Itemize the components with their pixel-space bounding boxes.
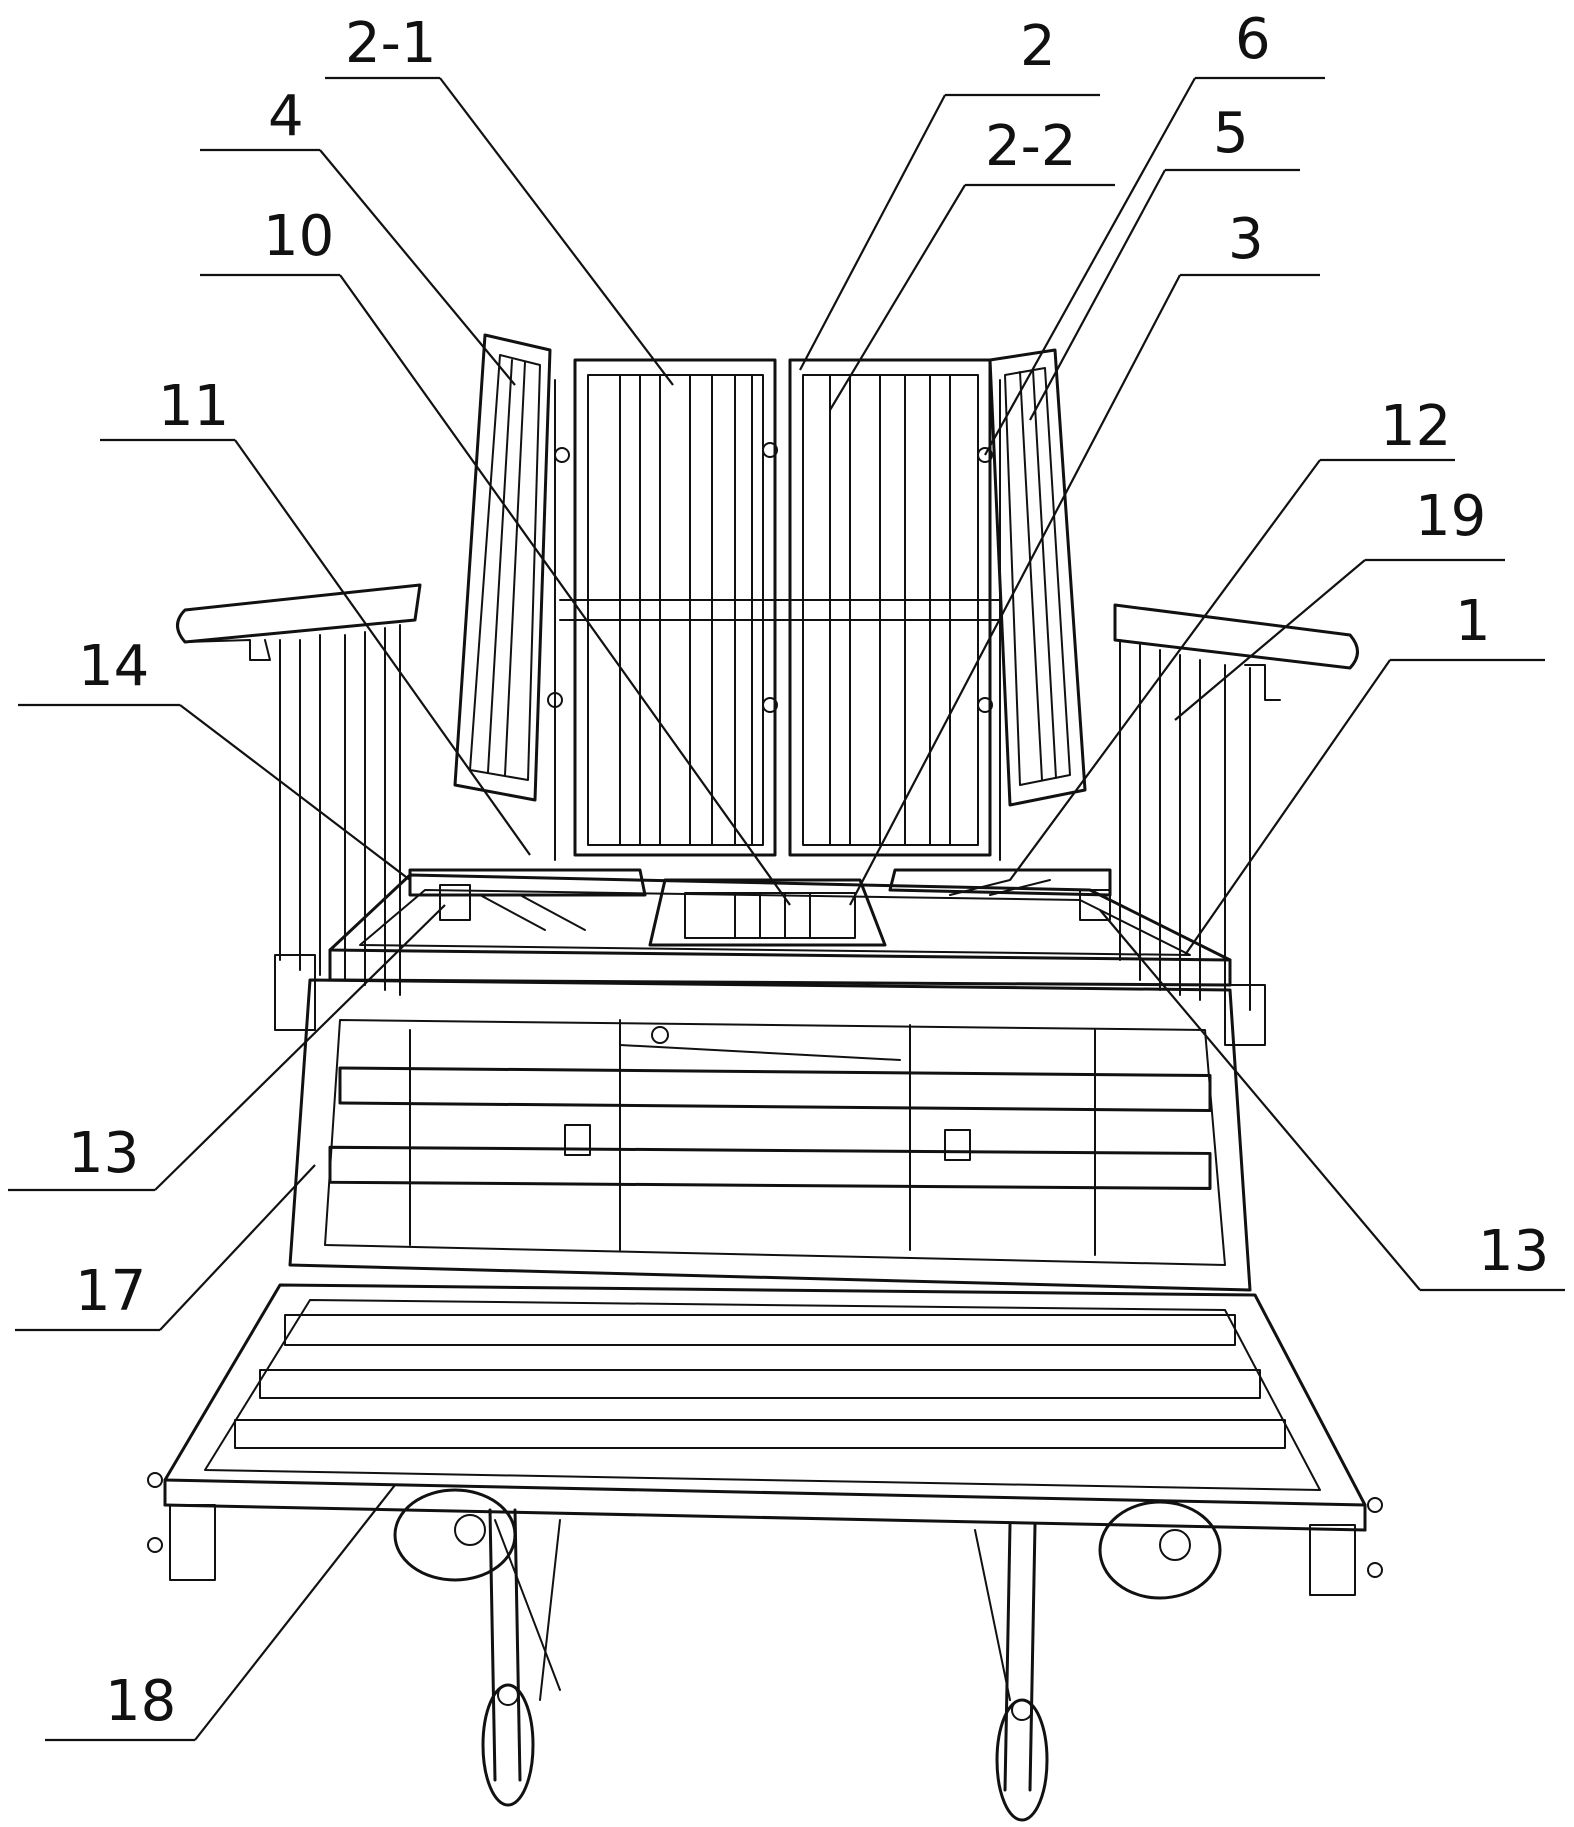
left-armrest [176, 583, 422, 1031]
seat-center-plate [648, 878, 887, 947]
base-legs [488, 1508, 1037, 1792]
label-13-left: 13 [68, 1121, 139, 1186]
label-19: 19 [1415, 484, 1486, 549]
label-12: 12 [1380, 394, 1451, 459]
backrest-rear-frame [547, 379, 1001, 861]
label-11: 11 [158, 374, 229, 439]
right-armrest [1113, 603, 1359, 1046]
label-18: 18 [105, 1669, 176, 1734]
foot-panel [147, 1283, 1383, 1596]
label-3: 3 [1228, 207, 1264, 272]
rear-wheels [393, 1488, 1222, 1600]
left-side-wing [453, 333, 552, 802]
front-leg-panel [288, 978, 1252, 1292]
seat-left-plate [408, 868, 647, 931]
backrest-left-panel [573, 358, 777, 857]
label-6: 6 [1235, 7, 1271, 72]
right-block [1079, 889, 1111, 921]
label-2: 2 [1020, 14, 1056, 79]
left-block [439, 884, 471, 921]
leader-lines [8, 76, 1565, 1742]
label-14: 14 [78, 634, 149, 699]
label-17: 17 [75, 1259, 146, 1324]
label-13-right: 13 [1478, 1219, 1549, 1284]
label-10: 10 [263, 204, 334, 269]
seat-right-plate [888, 868, 1112, 897]
backrest-right-panel [788, 358, 992, 857]
caster-wheels [481, 1683, 1049, 1822]
label-5: 5 [1213, 101, 1249, 166]
label-2-2: 2-2 [985, 114, 1076, 179]
reference-labels: 2-1 2 6 4 2-2 5 10 3 11 12 19 14 1 13 13… [68, 7, 1549, 1734]
label-2-1: 2-1 [345, 11, 436, 76]
label-4: 4 [268, 84, 304, 149]
label-1: 1 [1455, 589, 1491, 654]
